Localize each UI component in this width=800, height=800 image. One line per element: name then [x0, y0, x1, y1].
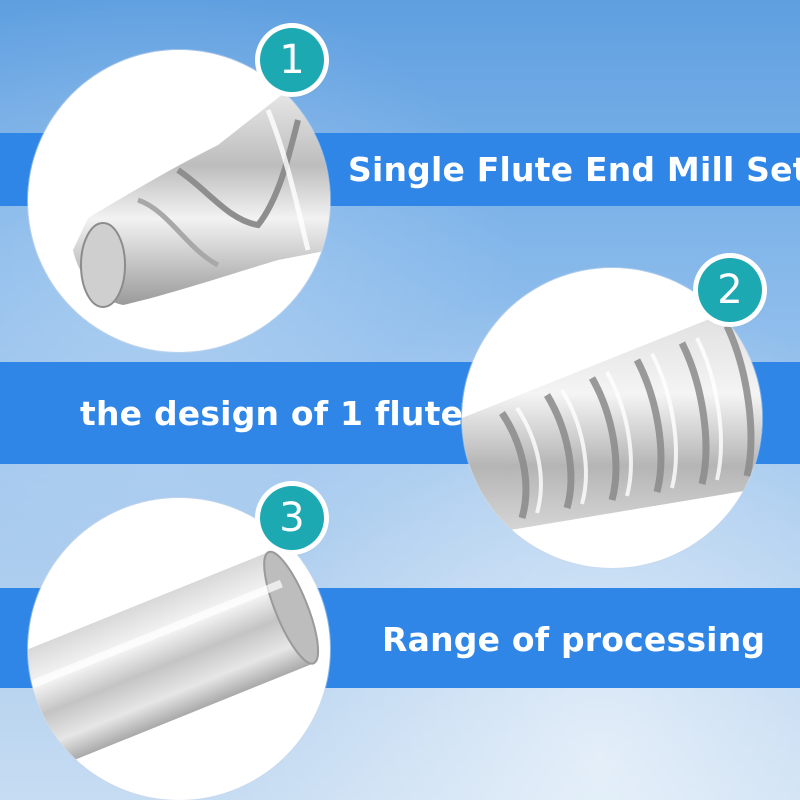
flute-spiral-photo	[462, 268, 762, 568]
feature-number-badge-2: 2	[698, 258, 762, 322]
feature-label-1: Single Flute End Mill Set	[348, 150, 800, 189]
feature-label-3: Range of processing	[382, 620, 766, 659]
feature-number-badge-1: 1	[260, 28, 324, 92]
feature-label-2: the design of 1 flute	[80, 394, 464, 433]
feature-number-badge-3: 3	[260, 486, 324, 550]
shank-photo	[28, 498, 330, 800]
end-mill-tip-photo	[28, 50, 330, 352]
